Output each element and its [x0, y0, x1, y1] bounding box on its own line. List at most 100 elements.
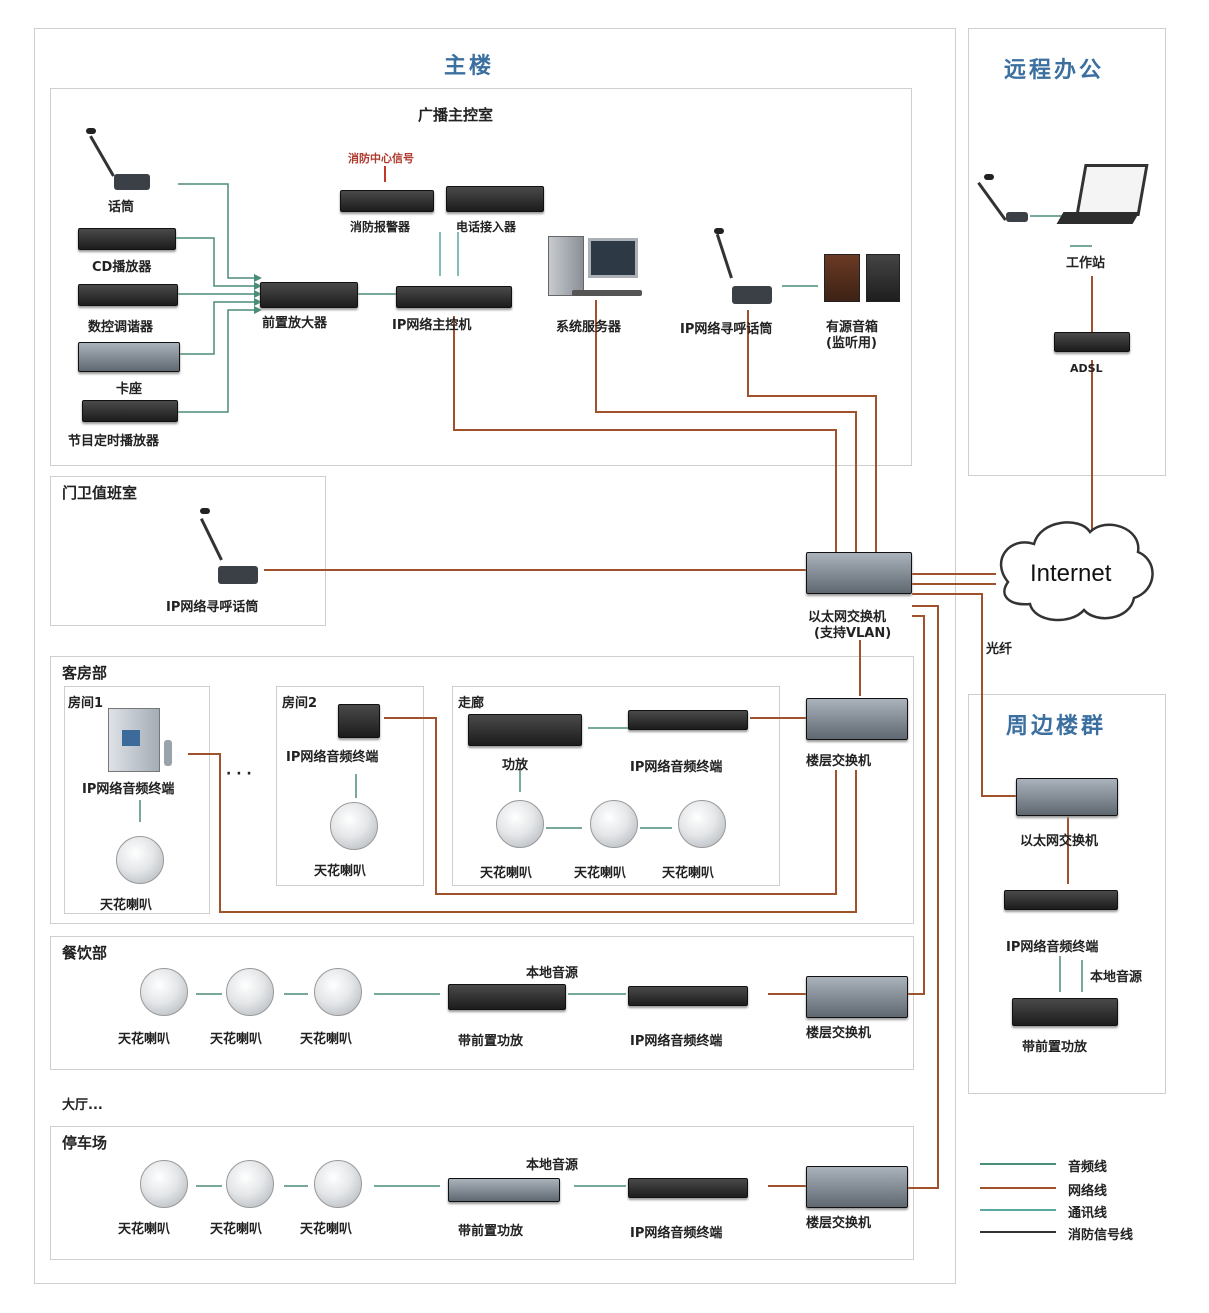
corridor-terminal-device [628, 710, 748, 730]
label-room2: 房间2 [282, 696, 318, 711]
audio-lines [176, 183, 818, 413]
dining-terminal-device [628, 986, 748, 1006]
core-switch-device [806, 552, 912, 594]
guest-dept-panel [50, 656, 914, 924]
label-parking-floor-switch: 楼层交换机 [806, 1216, 872, 1231]
label-fire-module: 消防报警器 [350, 220, 411, 234]
net-dining [908, 615, 925, 995]
surrounding-switch-device [1016, 778, 1118, 816]
label-corridor-speaker-3: 天花喇叭 [662, 866, 715, 881]
parking-panel [50, 1126, 914, 1260]
label-cd-player: CD播放器 [92, 260, 152, 275]
corridor-panel [452, 686, 780, 886]
preamp-device [260, 282, 358, 308]
zone-remote-office-title: 远程办公 [1004, 58, 1105, 83]
room1-speaker-icon [116, 836, 164, 884]
label-dining-speaker-3: 天花喇叭 [300, 1032, 353, 1047]
net-room2 [384, 717, 837, 895]
label-preamp: 前置放大器 [262, 316, 328, 331]
label-monitor-speakers: 有源音箱 [826, 320, 879, 335]
label-workstation: 工作站 [1066, 256, 1106, 271]
label-adsl: ADSL [1070, 362, 1103, 375]
guest-dept-title: 客房部 [62, 664, 108, 682]
net-room1 [188, 753, 857, 913]
label-server: 系统服务器 [556, 320, 622, 335]
parking-terminal-device [628, 1178, 748, 1198]
label-room2-terminal: IP网络音频终端 [286, 750, 379, 765]
label-parking-terminal: IP网络音频终端 [630, 1226, 723, 1241]
parking-title: 停车场 [62, 1134, 108, 1152]
label-parking-local-source: 本地音源 [526, 1158, 579, 1173]
label-tuner: 数控调谐器 [88, 320, 154, 335]
ip-host-device [396, 286, 512, 308]
label-microphone: 话筒 [108, 200, 135, 215]
parking-speaker-1-icon [140, 1160, 188, 1208]
label-surrounding-amp: 带前置功放 [1022, 1040, 1088, 1055]
label-parking-speaker-3: 天花喇叭 [300, 1222, 353, 1237]
audio-line-cassette [180, 301, 254, 355]
dining-panel [50, 936, 914, 1070]
label-parking-speaker-1: 天花喇叭 [118, 1222, 171, 1237]
internet-cloud-shape [999, 521, 1154, 622]
net-fiber [912, 593, 1016, 797]
label-surrounding-terminal: IP网络音频终端 [1006, 940, 1099, 955]
label-phone-adapter: 电话接入器 [456, 220, 517, 234]
net-server [595, 300, 857, 552]
parking-speaker-3-icon [314, 1160, 362, 1208]
parking-floor-switch-device [806, 1166, 908, 1208]
dining-title: 餐饮部 [62, 944, 108, 962]
net-parking [908, 605, 939, 1189]
parking-amp-device [448, 1178, 560, 1202]
zone-surrounding-title: 周边楼群 [1006, 714, 1107, 739]
label-dining-terminal: IP网络音频终端 [630, 1034, 723, 1049]
remote-office-panel [968, 28, 1166, 476]
arrow-heads [254, 274, 262, 314]
parking-speaker-2-icon [226, 1160, 274, 1208]
label-room2-speaker: 天花喇叭 [314, 864, 367, 879]
dining-speaker-1-icon [140, 968, 188, 1016]
label-timer-player: 节目定时播放器 [68, 434, 160, 449]
fire-comm-lines [439, 232, 459, 276]
legend-network-label: 网络线 [1068, 1184, 1108, 1199]
corridor-speaker-3-icon [678, 800, 726, 848]
label-parking-amp: 带前置功放 [458, 1224, 524, 1239]
label-dining-amp: 带前置功放 [458, 1034, 524, 1049]
cd-player-device [78, 228, 176, 250]
zone-main-building-title: 主楼 [444, 54, 495, 79]
rooms-ellipsis: · · · [226, 766, 252, 782]
label-monitor-note: (监听用) [826, 336, 877, 351]
main-building-panel [34, 28, 956, 1284]
label-core-switch-line2: (支持VLAN) [814, 626, 892, 641]
label-hall: 大厅... [62, 1098, 103, 1113]
label-dining-local-source: 本地音源 [526, 966, 579, 981]
guard-room-title: 门卫值班室 [62, 484, 138, 502]
label-ip-pager: IP网络寻呼话筒 [680, 322, 773, 337]
label-corridor-terminal: IP网络音频终端 [630, 760, 723, 775]
legend-fire-label: 消防信号线 [1068, 1228, 1134, 1243]
label-core-switch-line1: 以太网交换机 [808, 610, 887, 625]
audio-line-timer [178, 309, 254, 413]
label-dining-speaker-1: 天花喇叭 [118, 1032, 171, 1047]
net-pager [747, 310, 877, 552]
phone-adapter-device [446, 186, 544, 212]
label-fire-center-signal: 消防中心信号 [348, 152, 414, 165]
surrounding-panel [968, 694, 1166, 1094]
label-corridor: 走廊 [458, 696, 485, 711]
control-room-panel [50, 88, 912, 466]
tuner-device [78, 284, 178, 306]
dining-speaker-2-icon [226, 968, 274, 1016]
label-fiber: 光纤 [986, 642, 1013, 657]
downstream-audio [139, 215, 1092, 1187]
legend-audio-label: 音频线 [1068, 1160, 1108, 1175]
surrounding-terminal-device [1004, 890, 1118, 910]
dining-floor-switch-device [806, 976, 908, 1018]
audio-line-cd [176, 237, 254, 287]
legend-comm-label: 通讯线 [1068, 1206, 1108, 1221]
legend-lines [980, 1163, 1056, 1233]
timer-player-device [82, 400, 178, 422]
label-surrounding-switch: 以太网交换机 [1020, 834, 1099, 849]
control-room-title: 广播主控室 [418, 106, 494, 124]
room1-panel [64, 686, 210, 914]
surrounding-amp-device [1012, 998, 1118, 1026]
